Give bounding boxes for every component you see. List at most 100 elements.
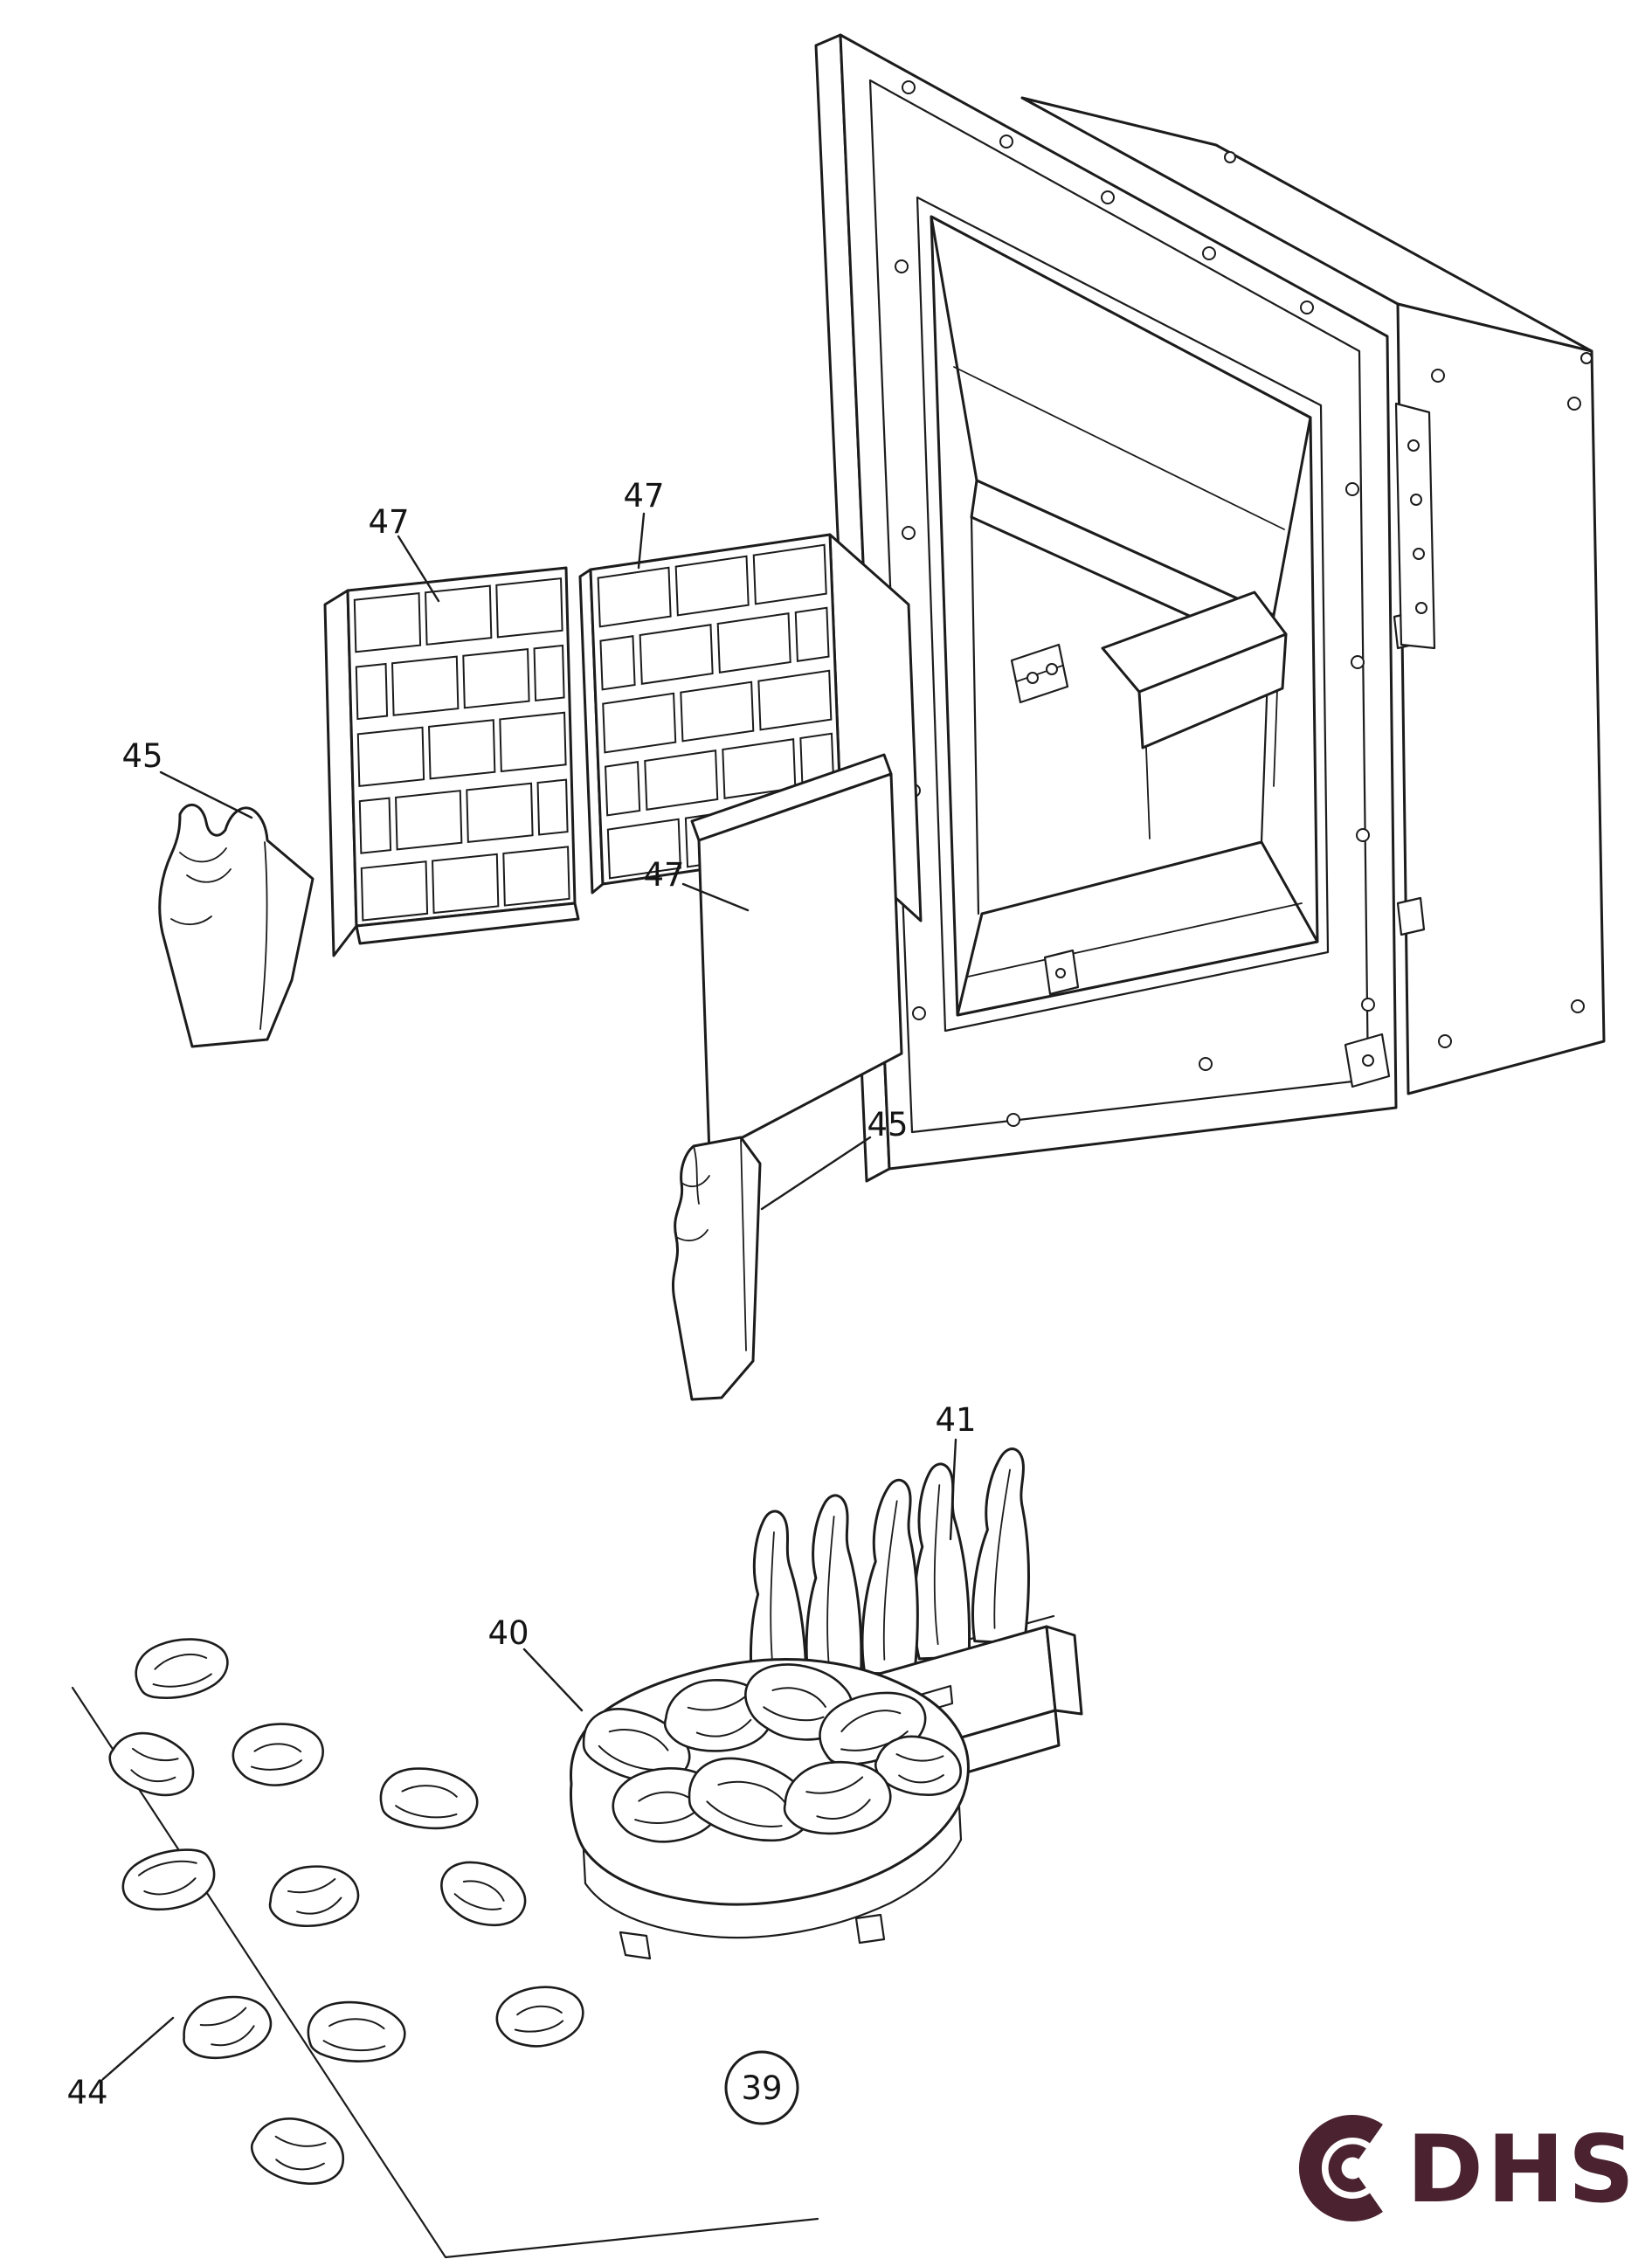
part-number-label: 41 [935,1401,976,1439]
screw [1571,999,1585,1013]
screw [1046,663,1058,675]
cheek-left-sculpt-line [186,868,232,883]
brick [425,586,491,645]
brick [496,578,562,637]
screw [1224,151,1236,163]
screw [1101,190,1115,204]
callout-47-side: 47 [643,856,750,912]
logo-text: DHS [1407,2116,1638,2223]
panel-bottom-edge-face [355,902,580,945]
cheek-back-silhouette [671,1136,762,1401]
screw [1026,672,1039,684]
screw [1431,369,1445,383]
part-number-label: 47 [643,856,684,894]
coal-lump [431,1850,536,1938]
coal-lump [129,1630,234,1705]
fireplace-unit [814,33,1606,1183]
leader-line [101,2016,175,2081]
logo-horseshoe-inner-icon [1328,2144,1366,2193]
leader-line [760,1136,872,1211]
callout-47-left: 47 [368,503,440,603]
screw [1199,1057,1213,1071]
callout-44: 44 [66,2016,175,2111]
cheek-back-sculpt-line [693,1145,700,1205]
firebox-left-wall-edge [970,515,980,915]
part-number-label: 45 [121,737,162,775]
screw [912,1006,926,1020]
screw [1362,1054,1374,1067]
cheek-left-edge-line [259,841,268,1030]
coal-bed-rim-right [957,1805,963,1841]
brick [535,646,564,701]
side-panel-face [697,772,903,1157]
screw [1345,482,1359,496]
cheek-back-sculpt-line [681,1175,710,1188]
brick [676,556,749,616]
burner-shelf-leg [1273,689,1278,787]
coal-lump [492,1979,589,2054]
leader-line [681,882,750,912]
plate-hole [1415,602,1427,614]
brick [500,713,565,771]
brick [598,568,671,627]
coal-lump [245,2111,351,2192]
dhs-logo: DHS [1299,2115,1638,2223]
cheek-left-silhouette [158,803,315,1048]
leader-line [949,1438,957,1541]
brick [362,861,427,920]
brick-panel-back [580,535,921,921]
canopy-fold-line [953,366,1285,530]
brick [396,791,461,849]
leader-line [637,512,646,570]
screw [902,80,916,94]
coal-bed [569,1654,970,1960]
cheek-back-sculpt-line [675,1229,708,1242]
brick [640,625,713,684]
tab-hole [1055,968,1066,978]
screw [1580,352,1593,364]
coal-bed-rim-arc [584,1838,963,1939]
brick [600,636,634,689]
screw [1361,998,1375,1012]
coal-lump [304,1997,409,2068]
cheek-left-sculpt-line [170,915,212,925]
screw [902,526,916,540]
coal-lump [115,1841,222,1919]
brick-pattern [598,545,836,879]
brick [358,728,424,786]
coal-bed-foot [854,1913,886,1945]
callout-40: 40 [487,1614,584,1712]
coal-lump [173,1983,280,2071]
brick [758,671,831,730]
loose-coals [71,1630,819,2259]
fixing-plate [1394,402,1436,650]
frame-opening-step-line [916,196,1330,1033]
brick [432,854,498,913]
screw [1300,301,1314,314]
callout-45-left: 45 [121,737,253,819]
part-number-label: 45 [867,1106,908,1143]
coal-lump [376,1761,483,1836]
cheek-back-edge-line [740,1136,747,1351]
part-number-label: 47 [623,477,664,515]
screw [1438,1034,1452,1048]
brick [503,846,569,905]
fuel-base-right-step [1045,1625,1083,1716]
number-circle [724,2050,799,2125]
coal-lump [262,1855,365,1937]
brick [392,657,458,715]
leader-line [159,770,253,819]
brick [608,819,681,879]
leader-line [397,535,440,603]
logo-horseshoe-outer-icon [1299,2115,1383,2221]
callout-45-back: 45 [760,1106,909,1211]
burner-shelf-leg [1145,747,1151,839]
screw [1006,1113,1020,1127]
screw [1351,655,1365,669]
plate-hole [1413,548,1425,560]
brick [681,682,753,742]
brick [356,664,387,719]
coal-lump [229,1718,328,1791]
brick [754,545,826,604]
